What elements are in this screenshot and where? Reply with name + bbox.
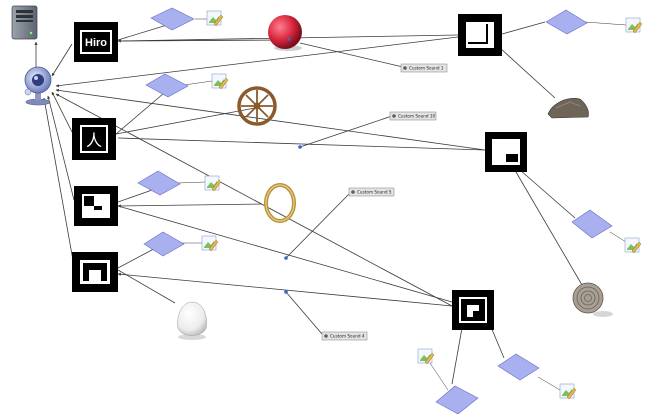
sound-node-3[interactable]: Custom Sound 5 (348, 187, 395, 197)
svg-text:Custom Sound 10: Custom Sound 10 (398, 114, 436, 119)
marker-left-3[interactable] (74, 186, 118, 226)
wooden-wheel-icon[interactable] (237, 86, 277, 126)
plane-8[interactable] (497, 353, 540, 381)
webcam-icon[interactable] (24, 66, 52, 106)
texture-icon[interactable] (624, 237, 642, 254)
shell-icon[interactable] (572, 282, 613, 317)
plane-1[interactable] (150, 7, 195, 31)
rock-icon[interactable] (547, 98, 589, 119)
plane-nodes (137, 7, 613, 414)
marker-bottom[interactable] (452, 290, 494, 330)
plane-7[interactable] (435, 385, 479, 414)
marker-hiro[interactable]: Hiro (74, 22, 118, 62)
texture-icons (201, 10, 643, 400)
sound-node-4[interactable]: Custom Sound 4 (321, 331, 368, 341)
plane-2[interactable] (145, 73, 189, 98)
plane-5[interactable] (545, 9, 588, 35)
marker-right-1[interactable] (458, 14, 502, 56)
ring-icon[interactable] (264, 183, 296, 223)
texture-icon[interactable] (417, 348, 435, 365)
texture-icon[interactable] (204, 175, 222, 192)
red-ball-icon[interactable] (268, 15, 302, 51)
texture-icon[interactable] (559, 383, 577, 400)
plane-6[interactable] (571, 209, 613, 239)
svg-text:Custom Sound 1: Custom Sound 1 (409, 66, 444, 71)
texture-icon[interactable] (211, 73, 229, 90)
sound-node-2[interactable]: Custom Sound 10 (389, 111, 437, 121)
texture-icon[interactable] (201, 235, 219, 252)
egg-icon[interactable] (177, 301, 207, 340)
plane-4[interactable] (143, 231, 185, 257)
marker-kanji[interactable]: 人 (72, 118, 116, 160)
texture-icon[interactable] (206, 10, 224, 27)
connection-lines (34, 17, 627, 391)
svg-text:Hiro: Hiro (85, 37, 107, 49)
svg-text:Custom Sound 4: Custom Sound 4 (330, 334, 365, 339)
marker-left-4[interactable] (72, 252, 118, 292)
texture-icon[interactable] (625, 17, 643, 34)
marker-right-2[interactable] (485, 132, 527, 172)
svg-text:人: 人 (86, 131, 102, 150)
svg-text:Custom Sound 5: Custom Sound 5 (357, 190, 392, 195)
server-icon[interactable] (11, 5, 38, 40)
sound-node-1[interactable]: Custom Sound 1 (400, 63, 448, 73)
plane-3[interactable] (137, 170, 181, 196)
